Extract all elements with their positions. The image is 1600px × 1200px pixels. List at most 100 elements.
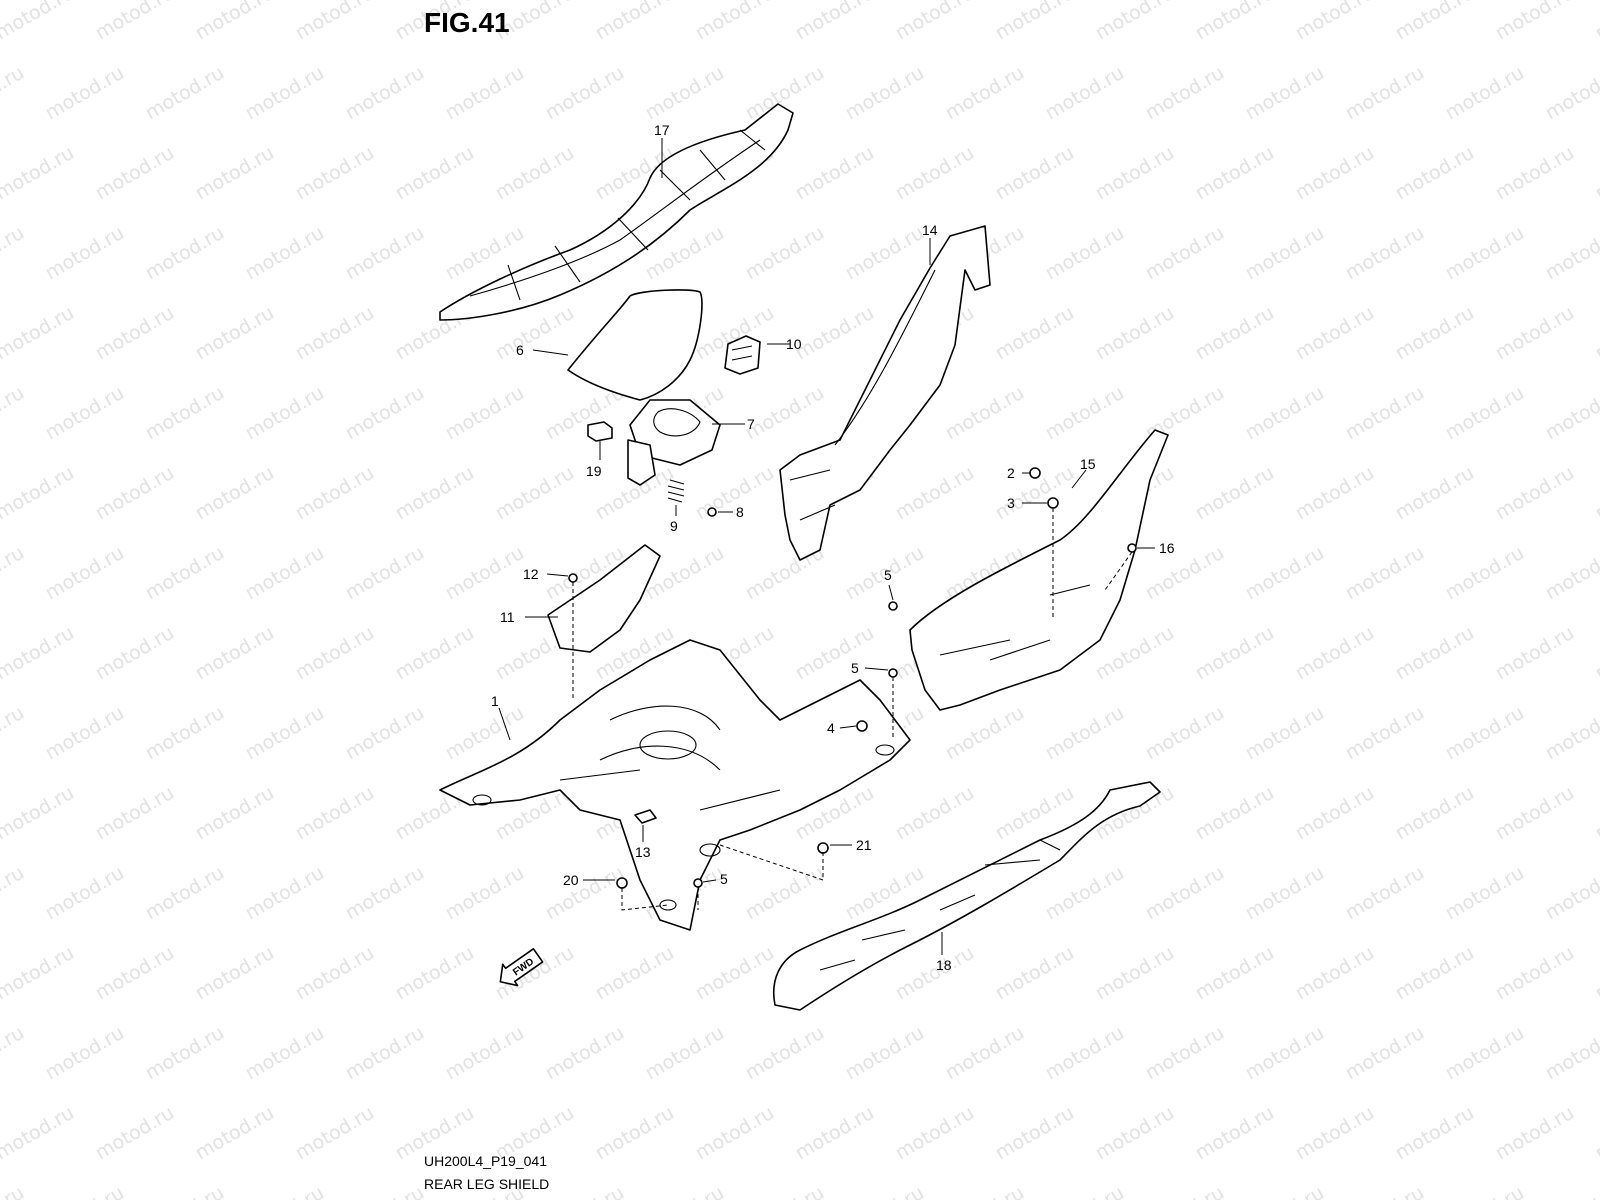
watermark-text: motod.ru (1442, 62, 1528, 125)
watermark-text: motod.ru (392, 462, 478, 525)
watermark-text: motod.ru (1492, 462, 1578, 525)
watermark-text: motod.ru (1492, 782, 1578, 845)
watermark-text: motod.ru (442, 862, 528, 925)
watermark-text: motod.ru (0, 142, 78, 205)
watermark-text: motod.ru (1542, 62, 1600, 125)
watermark-text: motod.ru (1042, 222, 1128, 285)
watermark-text: motod.ru (342, 542, 428, 605)
watermark-text: motod.ru (742, 1182, 828, 1200)
watermark-text: motod.ru (292, 302, 378, 365)
watermark-text: motod.ru (1292, 142, 1378, 205)
watermark-text: motod.ru (792, 0, 878, 44)
watermark-text: motod.ru (742, 382, 828, 445)
watermark-text: motod.ru (1542, 1182, 1600, 1200)
watermark-text: motod.ru (1392, 942, 1478, 1005)
watermark-text: motod.ru (1592, 142, 1600, 205)
watermark-text: motod.ru (542, 1182, 628, 1200)
watermark-text: motod.ru (642, 62, 728, 125)
watermark-text: motod.ru (0, 622, 78, 685)
watermark-text: motod.ru (0, 62, 28, 125)
watermark-text: motod.ru (292, 1102, 378, 1165)
watermark-text: motod.ru (292, 622, 378, 685)
watermark-text: motod.ru (42, 862, 128, 925)
watermark-text: motod.ru (1192, 0, 1278, 44)
watermark-text: motod.ru (0, 0, 78, 44)
watermark-text: motod.ru (42, 1182, 128, 1200)
watermark-text: motod.ru (1492, 142, 1578, 205)
assembly-lines (572, 508, 1133, 911)
watermark-text: motod.ru (892, 782, 978, 845)
watermark-text: motod.ru (92, 942, 178, 1005)
watermark-text: motod.ru (1142, 1022, 1228, 1085)
watermark-text: motod.ru (1492, 302, 1578, 365)
watermark-text: motod.ru (192, 622, 278, 685)
watermark-text: motod.ru (892, 942, 978, 1005)
watermark-text: motod.ru (292, 0, 378, 44)
callout-c10: 10 (786, 336, 802, 352)
screw-5a (888, 601, 898, 611)
watermark-text: motod.ru (1342, 702, 1428, 765)
callout-c6: 6 (516, 342, 524, 358)
watermark-text: motod.ru (542, 1022, 628, 1085)
watermark-text: motod.ru (992, 1102, 1078, 1165)
watermark-text: motod.ru (342, 62, 428, 125)
figure-name: REAR LEG SHIELD (424, 1176, 549, 1192)
watermark-text: motod.ru (892, 142, 978, 205)
watermark-text: motod.ru (692, 1102, 778, 1165)
callout-c3: 3 (1007, 495, 1015, 511)
part-13-plate (634, 809, 657, 824)
callout-c19: 19 (586, 463, 602, 479)
watermark-text: motod.ru (292, 462, 378, 525)
watermark-text: motod.ru (292, 782, 378, 845)
watermark-text: motod.ru (0, 382, 28, 445)
watermark-text: motod.ru (242, 382, 328, 445)
watermark-text: motod.ru (1192, 622, 1278, 685)
callout-c18: 18 (936, 957, 952, 973)
figure-title: FIG.41 (424, 7, 510, 38)
part-8-screw (707, 507, 717, 517)
watermark-text: motod.ru (692, 942, 778, 1005)
callout-c12: 12 (523, 566, 539, 582)
watermark-text: motod.ru (792, 622, 878, 685)
callout-c15: 15 (1080, 456, 1096, 472)
watermark-text: motod.ru (892, 0, 978, 44)
watermark-text: motod.ru (492, 462, 578, 525)
watermark-text: motod.ru (1442, 222, 1528, 285)
watermark-text: motod.ru (242, 1022, 328, 1085)
callout-c17: 17 (654, 122, 670, 138)
watermark-text: motod.ru (1542, 382, 1600, 445)
watermark-text: motod.ru (142, 222, 228, 285)
bolt-20 (616, 877, 628, 889)
watermark-text: motod.ru (0, 862, 28, 925)
watermark-text: motod.ru (0, 702, 28, 765)
watermark-text: motod.ru (1392, 0, 1478, 44)
watermark-text: motod.ru (392, 942, 478, 1005)
watermark-text: motod.ru (1192, 142, 1278, 205)
watermark-text: motod.ru (42, 1022, 128, 1085)
watermark-text: motod.ru (1592, 462, 1600, 525)
watermark-text: motod.ru (342, 862, 428, 925)
watermark-text: motod.ru (0, 1022, 28, 1085)
watermark-text: motod.ru (1242, 1182, 1328, 1200)
watermark-text: motod.ru (942, 1182, 1028, 1200)
watermark-text: motod.ru (1042, 382, 1128, 445)
watermark-text: motod.ru (92, 0, 178, 44)
watermark-text: motod.ru (792, 142, 878, 205)
callout-c9: 9 (670, 518, 678, 534)
watermark-text: motod.ru (592, 0, 678, 44)
watermark-text: motod.ru (292, 942, 378, 1005)
watermark-text: motod.ru (1492, 0, 1578, 44)
watermark-text: motod.ru (1342, 1022, 1428, 1085)
watermark-text: motod.ru (342, 702, 428, 765)
watermark-text: motod.ru (692, 0, 778, 44)
watermark-text: motod.ru (1242, 862, 1328, 925)
callout-c7: 7 (747, 416, 755, 432)
watermark-text: motod.ru (1592, 0, 1600, 44)
watermark-text: motod.ru (142, 62, 228, 125)
watermark-text: motod.ru (1292, 1102, 1378, 1165)
watermark-text: motod.ru (1292, 302, 1378, 365)
callout-c1: 1 (491, 693, 499, 709)
watermark-text: motod.ru (1342, 62, 1428, 125)
watermark-text: motod.ru (642, 1182, 728, 1200)
